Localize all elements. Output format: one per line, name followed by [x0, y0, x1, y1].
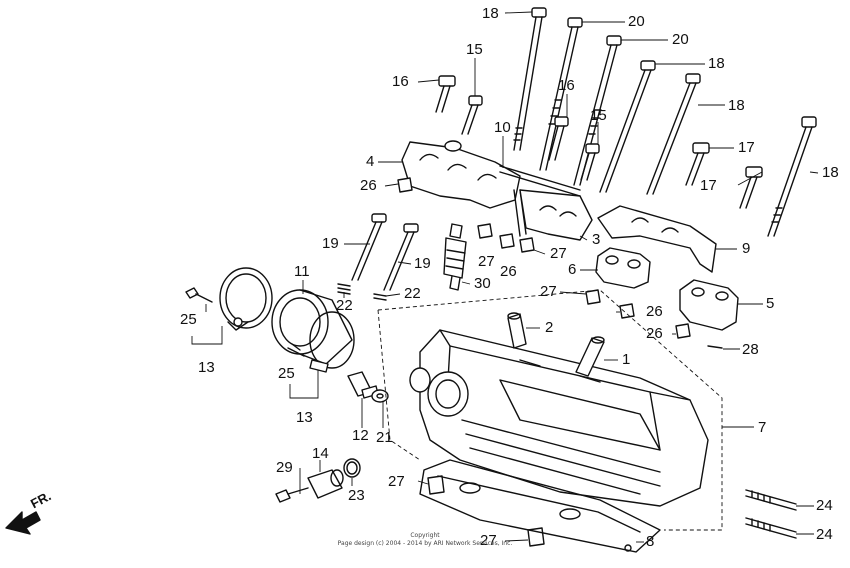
callout-22: 22	[336, 297, 353, 314]
callout-28: 28	[742, 341, 759, 358]
hose-clamp	[219, 267, 273, 331]
callout-15: 15	[466, 41, 483, 58]
callout-3: 3	[592, 231, 601, 248]
callout-22: 22	[404, 285, 421, 302]
bolt-29	[275, 487, 309, 503]
callout-27: 27	[478, 253, 495, 270]
bolt-18-a	[513, 7, 547, 151]
holder-5	[679, 279, 739, 331]
callout-27: 27	[480, 532, 497, 549]
bolt-20-b	[573, 35, 622, 186]
callout-23: 23	[348, 487, 365, 504]
callout-18: 18	[708, 55, 725, 72]
guide-1	[575, 336, 605, 377]
callout-2: 2	[545, 319, 554, 336]
callout-17: 17	[700, 177, 717, 194]
callout-20: 20	[628, 13, 645, 30]
callout-18: 18	[482, 5, 499, 22]
holder-6	[595, 247, 651, 289]
callout-12: 12	[352, 427, 369, 444]
callout-16: 16	[392, 73, 409, 90]
callout-5: 5	[766, 295, 775, 312]
callout-6: 6	[568, 261, 577, 278]
callout-13: 13	[296, 409, 313, 426]
gasket-8	[419, 459, 661, 553]
ring-23	[343, 458, 361, 478]
stud-24-a	[745, 489, 797, 511]
callout-10: 10	[494, 119, 511, 136]
callout-24: 24	[816, 526, 833, 543]
bolt-19-a	[351, 213, 387, 281]
callout-25: 25	[278, 365, 295, 382]
bolt-18-d	[767, 116, 817, 237]
callout-18: 18	[822, 164, 839, 181]
bolt-18-b	[599, 60, 656, 193]
bolt-19-b	[383, 223, 419, 291]
callout-4: 4	[366, 153, 375, 170]
callout-14: 14	[312, 445, 329, 462]
copyright-line-2: Page design (c) 2004 - 2014 by ARI Netwo…	[337, 540, 513, 547]
bolt-15-b	[580, 143, 600, 181]
callout-16: 16	[558, 77, 575, 94]
callout-24: 24	[816, 497, 833, 514]
callout-19: 19	[322, 235, 339, 252]
cylinder-head-7	[409, 329, 709, 507]
bolt-16-b	[548, 116, 569, 161]
bolt-17-a	[685, 142, 710, 186]
callout-27: 27	[550, 245, 567, 262]
washer-21	[371, 389, 389, 403]
callout-1: 1	[622, 351, 631, 368]
callout-26: 26	[646, 325, 663, 342]
bolt-17-b	[739, 166, 763, 209]
callout-13: 13	[198, 359, 215, 376]
camshaft-holder-4	[401, 140, 521, 209]
callout-7: 7	[758, 419, 767, 436]
callout-8: 8	[646, 533, 655, 550]
camshaft-holder-3	[519, 189, 593, 241]
intake-insulator-11	[271, 289, 355, 373]
callout-26: 26	[500, 263, 517, 280]
callout-18: 18	[728, 97, 745, 114]
camshaft-holder-9	[597, 205, 717, 273]
callout-11: 11	[294, 263, 310, 280]
copyright-line-1: Copyright	[410, 532, 440, 539]
bolt-18-c	[646, 73, 701, 195]
front-direction-arrow-icon	[5, 511, 41, 535]
callout-20: 20	[672, 31, 689, 48]
spark-plug-30	[443, 223, 467, 291]
callout-21: 21	[376, 429, 393, 446]
guide-2	[507, 312, 527, 349]
callout-26: 26	[646, 303, 663, 320]
callout-27: 27	[540, 283, 557, 300]
callout-30: 30	[474, 275, 491, 292]
spring-22-b	[373, 293, 387, 301]
callout-26: 26	[360, 177, 377, 194]
callout-27: 27	[388, 473, 405, 490]
dowel-pins	[397, 177, 691, 547]
callout-25: 25	[180, 311, 197, 328]
callout-19: 19	[414, 255, 431, 272]
screw-25	[185, 287, 213, 303]
callout-9: 9	[742, 240, 751, 257]
bolt-20-a	[539, 17, 583, 171]
callout-15: 15	[590, 107, 607, 124]
pin-28	[707, 345, 723, 349]
callout-17: 17	[738, 139, 755, 156]
bolt-16-a	[435, 75, 456, 113]
bolt-15-a	[461, 95, 483, 135]
stud-24-b	[745, 517, 797, 539]
callout-29: 29	[276, 459, 293, 476]
part-14	[307, 469, 344, 499]
